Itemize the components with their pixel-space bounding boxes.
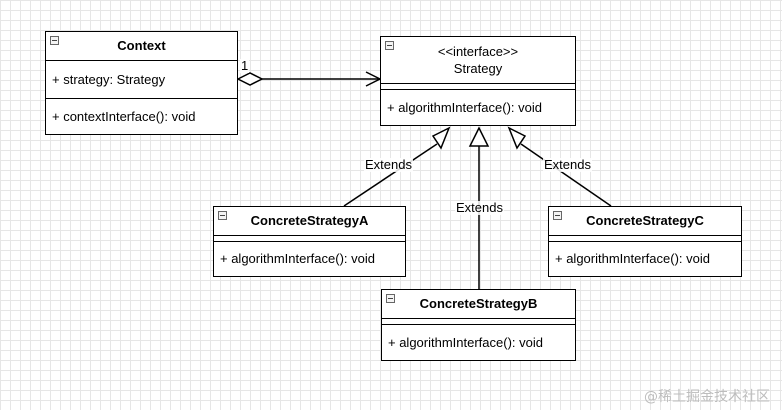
aggregation-multiplicity-label: 1 — [240, 58, 250, 73]
strategy-interface[interactable]: <<interface>> Strategy + algorithmInterf… — [380, 36, 576, 126]
concrete-strategy-a-attributes — [214, 236, 405, 242]
strategy-interface-header: <<interface>> Strategy — [381, 37, 575, 84]
concrete-strategy-c-operation-text: + algorithmInterface(): void — [555, 251, 710, 266]
concrete-strategy-b-attributes — [382, 319, 575, 325]
extends-arrowhead-b — [468, 126, 490, 147]
concrete-strategy-b-class[interactable]: ConcreteStrategyB + algorithmInterface()… — [381, 289, 576, 361]
collapse-icon[interactable] — [218, 211, 227, 220]
extends-label-b: Extends — [455, 200, 504, 215]
collapse-icon[interactable] — [50, 36, 59, 45]
extends-label-c: Extends — [543, 157, 592, 172]
extends-line-c — [520, 143, 612, 207]
watermark: @稀土掘金技术社区 — [644, 389, 770, 405]
concrete-strategy-a-name: ConcreteStrategyA — [250, 213, 369, 228]
concrete-strategy-a-operation: + algorithmInterface(): void — [214, 242, 405, 275]
extends-arrowhead-a — [431, 126, 451, 150]
aggregation-diamond — [236, 72, 264, 86]
strategy-stereotype: <<interface>> — [437, 44, 519, 59]
context-attribute-text: + strategy: Strategy — [52, 72, 166, 87]
concrete-strategy-b-operation-text: + algorithmInterface(): void — [388, 334, 543, 350]
strategy-operation-text: + algorithmInterface(): void — [387, 99, 542, 115]
strategy-interface-name: Strategy — [453, 61, 503, 76]
extends-arrowhead-c — [507, 126, 527, 150]
concrete-strategy-a-header: ConcreteStrategyA — [214, 207, 405, 236]
concrete-strategy-a-class[interactable]: ConcreteStrategyA + algorithmInterface()… — [213, 206, 406, 277]
context-class-header: Context — [46, 32, 237, 61]
context-class[interactable]: Context + strategy: Strategy + contextIn… — [45, 31, 238, 135]
collapse-icon[interactable] — [385, 41, 394, 50]
extends-line-a — [343, 143, 438, 207]
extends-label-a: Extends — [364, 157, 413, 172]
concrete-strategy-c-attributes — [549, 236, 741, 242]
concrete-strategy-b-header: ConcreteStrategyB — [382, 290, 575, 319]
context-operation-text: + contextInterface(): void — [52, 108, 196, 124]
collapse-icon[interactable] — [386, 294, 395, 303]
concrete-strategy-b-name: ConcreteStrategyB — [419, 296, 538, 311]
concrete-strategy-c-header: ConcreteStrategyC — [549, 207, 741, 236]
strategy-attributes — [381, 84, 575, 90]
collapse-icon[interactable] — [553, 211, 562, 220]
context-operation: + contextInterface(): void — [46, 99, 237, 133]
concrete-strategy-b-operation: + algorithmInterface(): void — [382, 325, 575, 359]
concrete-strategy-c-class[interactable]: ConcreteStrategyC + algorithmInterface()… — [548, 206, 742, 277]
concrete-strategy-c-name: ConcreteStrategyC — [586, 213, 704, 228]
context-attribute: + strategy: Strategy — [46, 61, 237, 99]
context-class-name: Context — [117, 38, 166, 53]
concrete-strategy-c-operation: + algorithmInterface(): void — [549, 242, 741, 275]
concrete-strategy-a-operation-text: + algorithmInterface(): void — [220, 251, 375, 266]
strategy-operation: + algorithmInterface(): void — [381, 90, 575, 124]
